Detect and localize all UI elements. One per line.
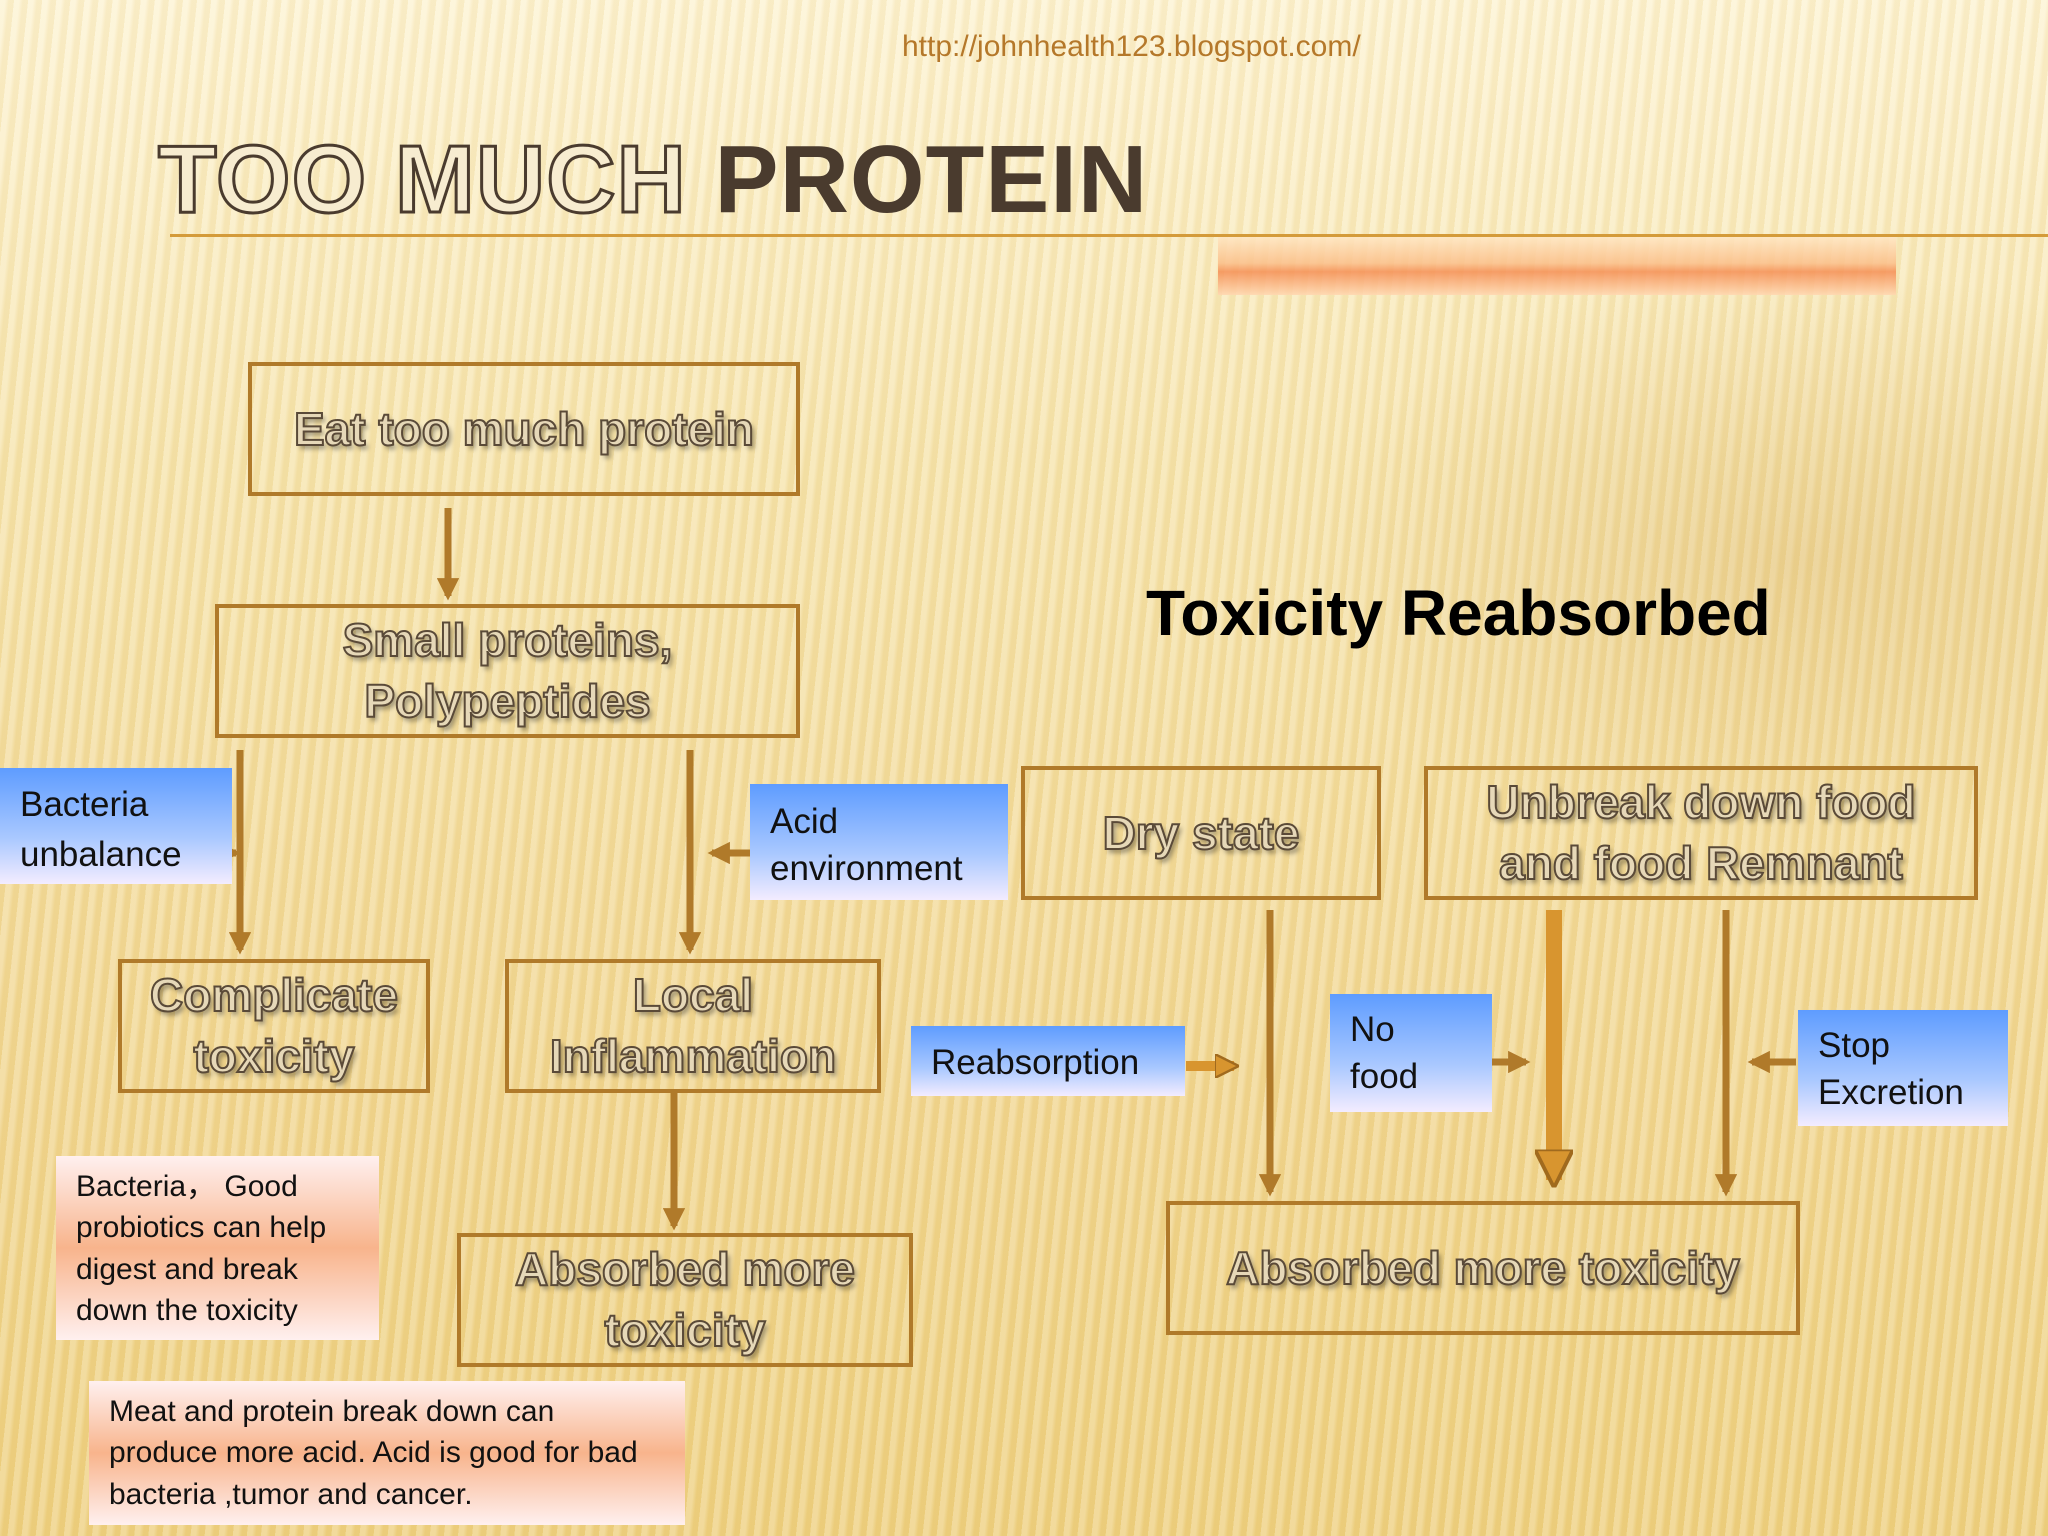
box-label: Unbreak down food and food Remnant [1485, 775, 1916, 890]
box-absorbed-more-toxicity-right: Absorbed more toxicity [1166, 1201, 1800, 1335]
source-url: http://johnhealth123.blogspot.com/ [902, 30, 1361, 63]
note-acid-environment: Acid environment [750, 784, 1008, 900]
title-part-1: TOO MUCH [157, 126, 688, 233]
note-meat-acid: Meat and protein break down can produce … [89, 1381, 685, 1525]
box-label: Absorbed more toxicity [1225, 1241, 1741, 1295]
box-label: Complicate toxicity [149, 968, 399, 1083]
box-label: Local Inflammation [549, 968, 837, 1083]
section-heading: Toxicity Reabsorbed [1146, 577, 1771, 649]
note-stop-excretion: Stop Excretion [1798, 1010, 2008, 1126]
note-reabsorption: Reabsorption [911, 1026, 1185, 1096]
box-dry-state: Dry state [1021, 766, 1381, 900]
note-probiotics: Bacteria， Good probiotics can help diges… [56, 1156, 379, 1340]
box-local-inflammation: Local Inflammation [505, 959, 881, 1093]
slide-title: TOO MUCH PROTEIN [157, 130, 1148, 229]
box-label: Absorbed more toxicity [514, 1242, 856, 1357]
box-complicate-toxicity: Complicate toxicity [118, 959, 430, 1093]
box-absorbed-more-toxicity-left: Absorbed more toxicity [457, 1233, 913, 1367]
note-bacteria-unbalance: Bacteria unbalance [0, 768, 232, 884]
note-no-food: No food [1330, 994, 1492, 1112]
box-eat-too-much-protein: Eat too much protein [248, 362, 800, 496]
title-part-2: PROTEIN [714, 126, 1149, 233]
box-label: Small proteins, Polypeptides [342, 613, 674, 728]
box-label: Eat too much protein [293, 402, 755, 456]
accent-bar [1218, 237, 1896, 295]
box-label: Dry state [1102, 806, 1301, 860]
box-unbreak-down-food: Unbreak down food and food Remnant [1424, 766, 1978, 900]
box-small-proteins: Small proteins, Polypeptides [215, 604, 800, 738]
title-underline [170, 234, 2048, 237]
